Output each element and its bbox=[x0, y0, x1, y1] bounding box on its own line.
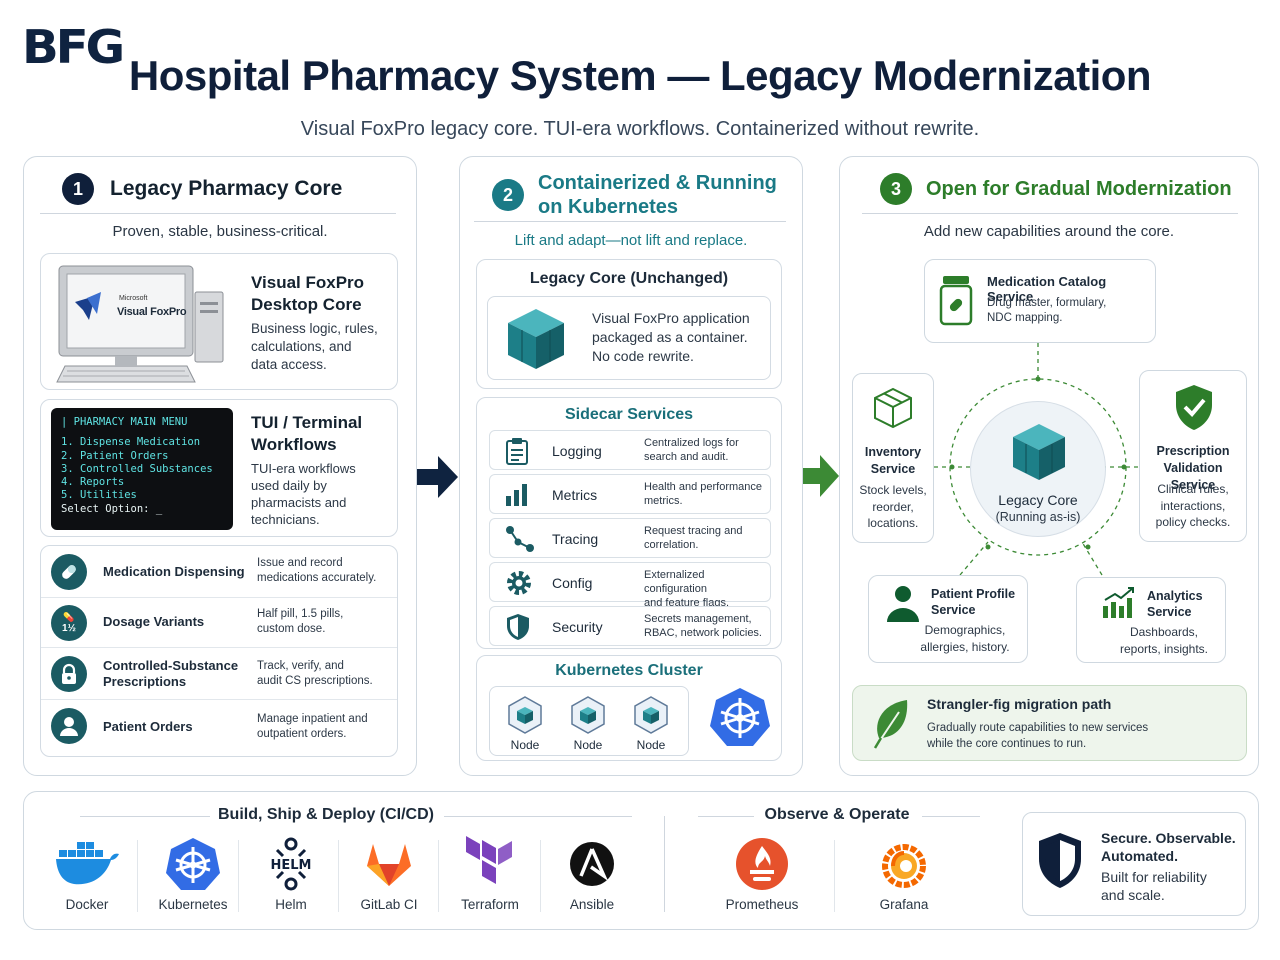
lock-icon bbox=[51, 656, 87, 692]
node-icon: Node bbox=[628, 695, 674, 752]
tool-kubernetes: Kubernetes bbox=[152, 836, 234, 912]
pill-icon bbox=[51, 554, 87, 590]
svg-text:HELM: HELM bbox=[271, 858, 312, 873]
helm-icon: HELM bbox=[271, 837, 312, 891]
kubernetes-cluster-card: Kubernetes Cluster Node Node Node bbox=[476, 655, 782, 761]
panel-subtitle: Proven, stable, business-critical. bbox=[112, 223, 328, 240]
tool-prometheus: Prometheus bbox=[714, 836, 810, 912]
ansible-icon bbox=[570, 842, 614, 886]
user-icon bbox=[51, 708, 87, 744]
shield-icon bbox=[1039, 833, 1081, 888]
analytics-icon bbox=[1103, 587, 1134, 618]
card-title: Sidecar Services bbox=[564, 406, 694, 423]
strangler-fig-card: Strangler-fig migration path Gradually r… bbox=[852, 685, 1247, 761]
panel-subtitle: Lift and adapt—not lift and replace. bbox=[514, 232, 748, 249]
panel-title: Legacy Pharmacy Core bbox=[110, 177, 343, 200]
modernization-panel: 3 Open for Gradual Modernization Add new… bbox=[839, 156, 1259, 776]
tooling-bar: Build, Ship & Deploy (CI/CD) Observe & O… bbox=[23, 791, 1259, 930]
kubernetes-icon bbox=[710, 688, 770, 746]
tool-terraform: Terraform bbox=[452, 836, 528, 912]
step-number: 3 bbox=[880, 173, 912, 205]
container-cube-icon bbox=[508, 309, 564, 369]
gitlab-icon bbox=[367, 844, 411, 886]
panel-title: Open for Gradual Modernization bbox=[926, 177, 1232, 200]
gear-icon bbox=[507, 571, 531, 595]
arrow-right-icon bbox=[416, 456, 458, 498]
step-number: 2 bbox=[492, 179, 524, 211]
tui-workflows-card: | PHARMACY MAIN MENU 1. Dispense Medicat… bbox=[40, 399, 398, 537]
tool-gitlab: GitLab CI bbox=[352, 836, 426, 912]
legacy-core-panel: 1 Legacy Pharmacy Core Proven, stable, b… bbox=[23, 156, 417, 776]
terraform-icon bbox=[466, 836, 512, 884]
card-title: Kubernetes Cluster bbox=[555, 662, 703, 679]
sidecar-services-card: Sidecar Services Logging Centralized log… bbox=[476, 397, 782, 649]
brand-logo: BFG bbox=[22, 20, 125, 74]
tool-ansible: Ansible bbox=[552, 836, 632, 912]
grafana-icon bbox=[882, 844, 926, 888]
computer-icon bbox=[56, 265, 224, 383]
secure-card: Secure. Observable.Automated. Built for … bbox=[1022, 812, 1246, 916]
dosage-icon: 💊1½ bbox=[51, 605, 87, 641]
shield-icon bbox=[507, 614, 529, 640]
node-icon: Node bbox=[565, 695, 611, 752]
medication-catalog-service: Medication Catalog Service Drug master, … bbox=[924, 259, 1156, 343]
user-icon bbox=[887, 586, 919, 622]
page-title: Hospital Pharmacy System — Legacy Modern… bbox=[128, 52, 1152, 99]
trace-icon bbox=[506, 526, 534, 552]
arrow-right-icon bbox=[800, 455, 839, 497]
tool-grafana: Grafana bbox=[862, 836, 946, 912]
docker-icon bbox=[56, 842, 119, 885]
leaf-icon bbox=[873, 700, 908, 749]
observe-title: Observe & Operate bbox=[764, 806, 910, 823]
terminal-screen: | PHARMACY MAIN MENU 1. Dispense Medicat… bbox=[51, 408, 233, 530]
legacy-core-unchanged-card: Legacy Core (Unchanged) Visual FoxPro ap… bbox=[476, 259, 782, 389]
pill-bottle-icon bbox=[939, 276, 973, 326]
panel-subtitle: Add new capabilities around the core. bbox=[923, 223, 1175, 240]
build-title: Build, Ship & Deploy (CI/CD) bbox=[218, 806, 434, 823]
page-subtitle: Visual FoxPro legacy core. TUI-era workf… bbox=[300, 118, 980, 140]
shield-check-icon bbox=[1176, 385, 1212, 430]
kubernetes-icon bbox=[166, 838, 220, 890]
prometheus-icon bbox=[736, 838, 788, 890]
tool-helm: HELM Helm bbox=[254, 836, 328, 912]
legacy-core-hub: Legacy Core (Running as-is) bbox=[970, 401, 1106, 537]
connector-lines bbox=[934, 343, 1138, 576]
sidecar-security: Security Secrets management,RBAC, networ… bbox=[489, 606, 771, 646]
box-icon bbox=[874, 387, 912, 429]
container-cube-icon bbox=[1013, 424, 1065, 480]
card-title: Legacy Core (Unchanged) bbox=[529, 270, 729, 287]
list-item: 💊1½ Dosage Variants Half pill, 1.5 pills… bbox=[41, 598, 397, 648]
node-icon: Node bbox=[502, 695, 548, 752]
tool-docker: Docker bbox=[44, 836, 130, 912]
clipboard-icon bbox=[506, 438, 528, 465]
bar-chart-icon bbox=[506, 484, 527, 506]
vfp-screen-small: Microsoft bbox=[119, 295, 148, 302]
vfp-screen-label: Visual FoxPro bbox=[117, 306, 187, 318]
step-number: 1 bbox=[62, 173, 94, 205]
